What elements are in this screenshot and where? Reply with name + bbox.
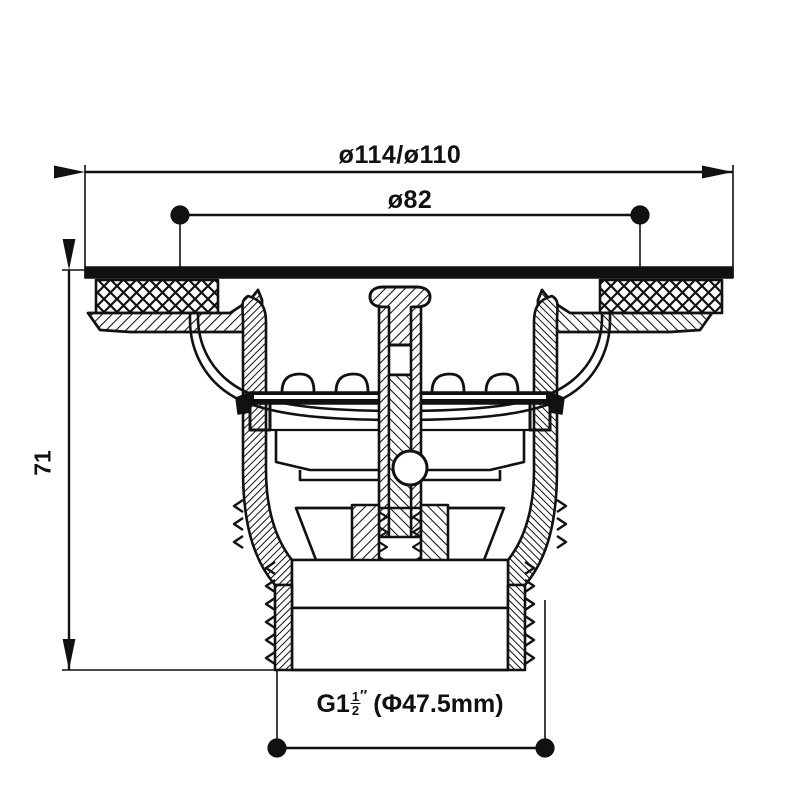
dim-basket-diameter-label: ø82 bbox=[387, 186, 433, 214]
thread-fraction-denominator: 2 bbox=[351, 703, 360, 718]
cross-hatch-gasket bbox=[94, 278, 724, 315]
dim-overall-height-label: 71 bbox=[29, 450, 56, 476]
center-bolt bbox=[377, 305, 429, 539]
thread-fraction-numerator: 1 bbox=[350, 688, 361, 704]
dimension-lines bbox=[53, 165, 733, 758]
body-bowl-left bbox=[241, 294, 294, 587]
thread-prefix: G1 bbox=[316, 690, 350, 718]
dim-outer-diameter-label: ø114/ø110 bbox=[338, 141, 462, 169]
top-flange-rim bbox=[84, 266, 734, 279]
threaded-outlet bbox=[232, 499, 568, 672]
locknut bbox=[290, 558, 510, 672]
thread-inch-mark: ″ bbox=[360, 687, 368, 704]
body-bowl-right bbox=[506, 294, 559, 587]
thread-suffix: (Φ47.5mm) bbox=[373, 690, 504, 718]
